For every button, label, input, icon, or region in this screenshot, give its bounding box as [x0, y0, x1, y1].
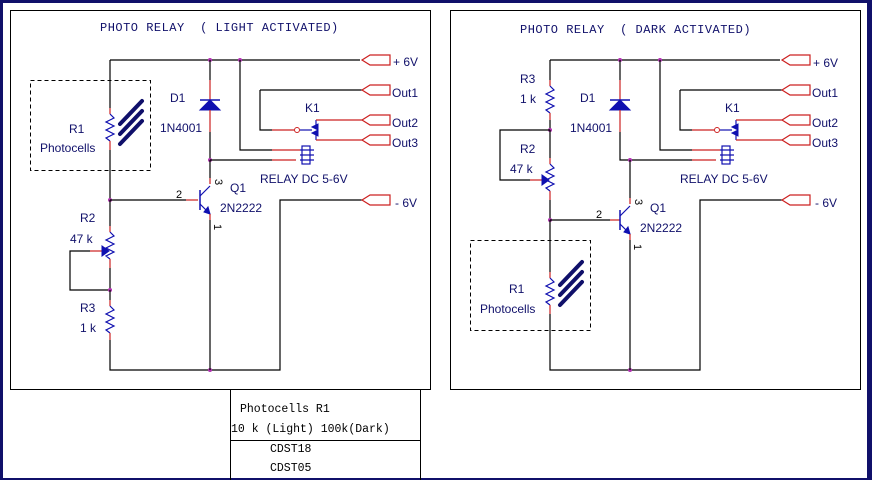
right-title: PHOTO RELAY ( DARK ACTIVATED)	[520, 23, 751, 37]
info-table-values: 10 k (Light) 100k(Dark)	[231, 423, 390, 436]
left-panel-border	[10, 10, 431, 390]
left-r2-ref: R2	[80, 211, 96, 225]
left-r1-ref: R1	[69, 122, 85, 136]
light-ray-icon	[118, 99, 144, 126]
right-terminals: + 6V Out1 Out2 Out3 - 6V	[780, 54, 838, 210]
terminal-connector[interactable]	[360, 114, 391, 126]
left-r3-ref: R3	[80, 301, 96, 315]
light-ray-icon	[118, 119, 144, 146]
right-q1-transistor	[619, 198, 631, 240]
info-table-part: CDST18	[270, 443, 312, 456]
terminal-connector[interactable]	[780, 134, 811, 146]
left-negative-rail	[109, 199, 362, 371]
left-r2-potentiometer	[90, 226, 116, 268]
terminal-label: Out2	[812, 116, 838, 130]
terminal-label: + 6V	[813, 56, 838, 70]
terminal-connector[interactable]	[360, 84, 391, 96]
left-circuit: PHOTO RELAY ( LIGHT ACTIVATED) R1 Photoc…	[10, 10, 431, 390]
info-table-heading: Photocells R1	[240, 403, 330, 416]
right-circuit: PHOTO RELAY ( DARK ACTIVATED) R3 1 k R2 …	[450, 10, 861, 390]
terminal-connector[interactable]	[780, 54, 811, 66]
terminal-connector[interactable]	[780, 84, 811, 96]
right-wire	[659, 60, 692, 151]
left-k1-coil	[300, 145, 314, 165]
right-wire	[619, 132, 692, 161]
right-wire	[499, 129, 550, 181]
left-r1-photocell	[104, 99, 144, 150]
right-q1-pin-base: 2	[596, 209, 602, 221]
terminal-label: Out1	[392, 86, 418, 100]
left-title: PHOTO RELAY ( LIGHT ACTIVATED)	[100, 21, 339, 35]
left-r3-value: 1 k	[80, 321, 97, 335]
right-r3-resistor	[544, 80, 556, 120]
right-q1-ref: Q1	[650, 201, 666, 215]
right-r2-ref: R2	[520, 142, 536, 156]
left-r2-value: 47 k	[70, 232, 94, 246]
light-ray-icon	[558, 280, 584, 307]
terminal-connector[interactable]	[780, 194, 811, 206]
right-d1-diode	[608, 80, 632, 132]
terminal-connector[interactable]	[780, 114, 811, 126]
right-photocell-box	[470, 240, 591, 331]
terminal-label: Out1	[812, 86, 838, 100]
light-ray-icon	[118, 109, 144, 136]
terminal-connector[interactable]	[360, 194, 391, 206]
right-wire	[679, 89, 782, 131]
left-q1-pin-base: 2	[176, 189, 182, 201]
info-table-part: CDST05	[270, 462, 312, 475]
left-q1-transistor	[199, 178, 211, 220]
terminal-label: - 6V	[815, 196, 837, 210]
left-wire	[69, 250, 110, 291]
right-r1-ref: R1	[509, 282, 525, 296]
wiper-arrow-icon	[541, 174, 550, 186]
right-r2-value: 47 k	[510, 162, 534, 176]
right-q1-pin-collector: 3	[632, 199, 644, 205]
light-ray-icon	[558, 260, 584, 287]
right-k1-coil	[720, 145, 734, 165]
right-r1-name: Photocells	[480, 302, 535, 316]
right-q1-pin-emitter: 1	[631, 244, 643, 250]
right-r2-potentiometer	[530, 158, 556, 200]
wiper-arrow-icon	[101, 245, 110, 257]
right-panel-border	[450, 10, 861, 390]
right-k1-part: RELAY DC 5-6V	[680, 172, 768, 186]
left-r1-name: Photocells	[40, 141, 95, 155]
left-q1-ref: Q1	[230, 181, 246, 195]
right-d1-part: 1N4001	[570, 121, 612, 135]
left-d1-ref: D1	[170, 91, 186, 105]
right-r3-ref: R3	[520, 72, 536, 86]
terminal-label: + 6V	[393, 55, 418, 69]
terminal-label: Out3	[392, 136, 418, 150]
left-q1-part: 2N2222	[220, 201, 262, 215]
terminal-label: Out2	[392, 116, 418, 130]
left-photocell-box	[30, 80, 151, 171]
right-r3-value: 1 k	[520, 92, 537, 106]
right-k1-ref: K1	[725, 101, 740, 115]
info-table: Photocells R1 10 k (Light) 100k(Dark) CD…	[230, 390, 421, 480]
right-d1-ref: D1	[580, 91, 596, 105]
left-wire	[259, 89, 362, 131]
left-d1-diode	[198, 80, 222, 132]
terminal-label: Out3	[812, 136, 838, 150]
left-k1-part: RELAY DC 5-6V	[260, 172, 348, 186]
left-q1-pin-emitter: 1	[211, 224, 223, 230]
left-q1-pin-collector: 3	[212, 179, 224, 185]
left-wire	[239, 60, 272, 151]
terminal-label: - 6V	[395, 196, 417, 210]
left-r3-resistor	[104, 300, 116, 340]
terminal-connector[interactable]	[360, 54, 391, 66]
light-ray-icon	[558, 270, 584, 297]
left-k1-ref: K1	[305, 101, 320, 115]
right-r1-photocell	[544, 260, 584, 314]
left-d1-part: 1N4001	[160, 121, 202, 135]
right-negative-rail	[549, 199, 782, 371]
terminal-connector[interactable]	[360, 134, 391, 146]
left-terminals: + 6V Out1 Out2 Out3 - 6V	[360, 54, 418, 210]
right-q1-part: 2N2222	[640, 221, 682, 235]
